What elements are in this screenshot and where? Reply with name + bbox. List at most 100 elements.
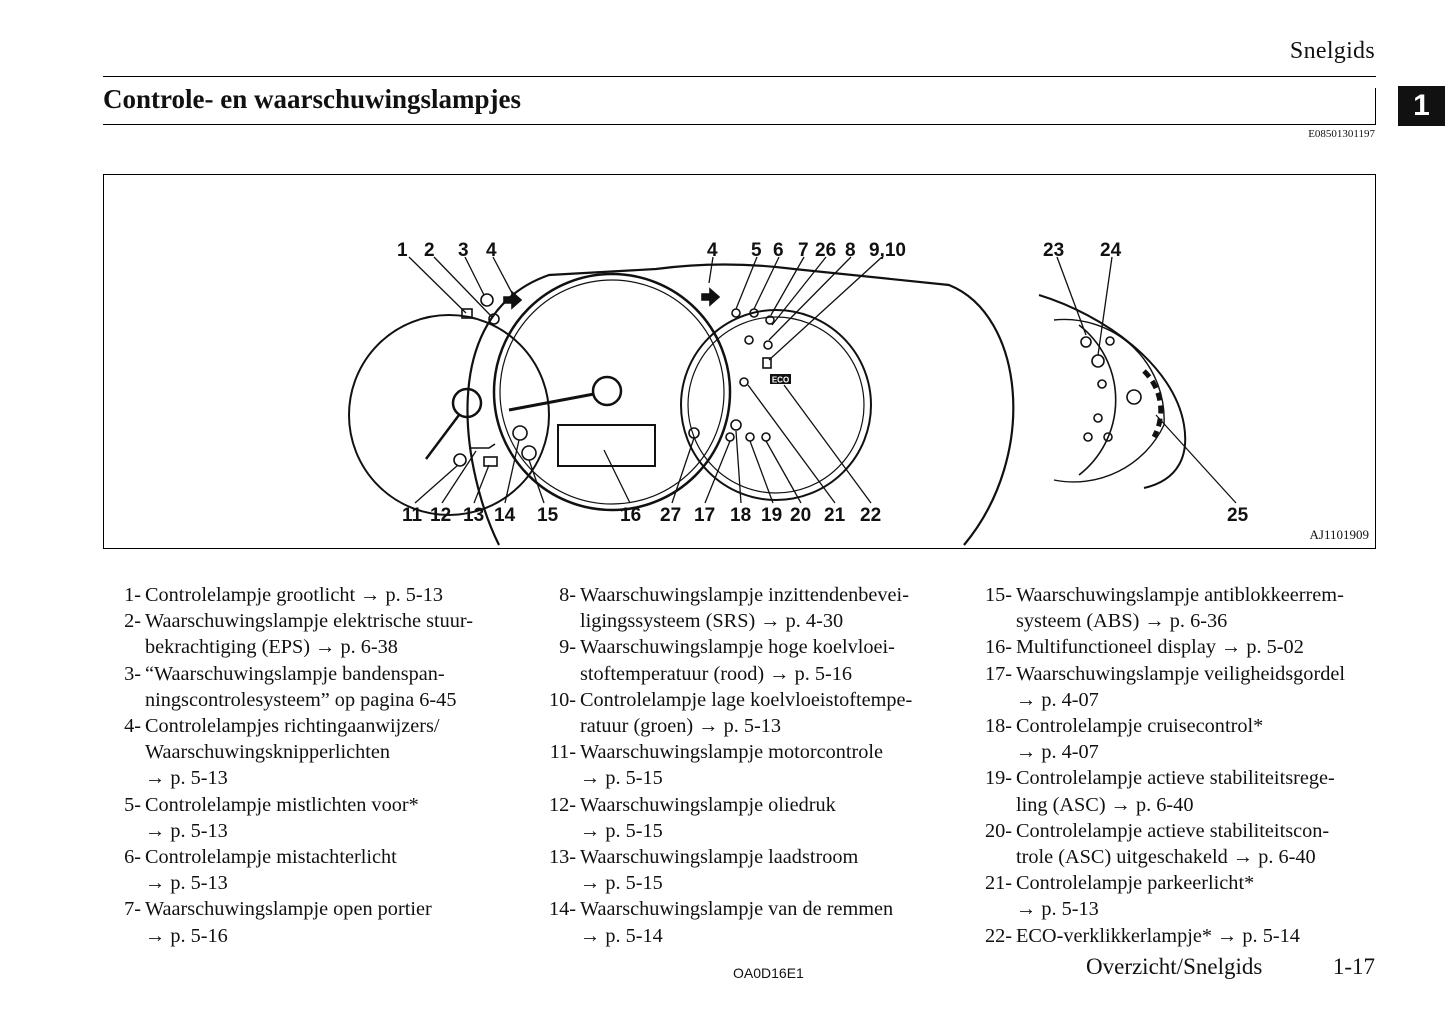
header-section-title: Snelgids (1289, 38, 1375, 64)
leader-11 (414, 464, 459, 504)
leader-4b (708, 256, 714, 284)
callout-5: 5 (751, 240, 762, 261)
multifunction-display (557, 424, 656, 467)
legend-line: Controlelampje mistlichten voor* (145, 793, 419, 816)
legend-line: Controlelampje mistachterlicht (145, 846, 397, 869)
left-gauge (348, 314, 550, 516)
callout-1: 1 (397, 240, 408, 261)
legend-item-number: 10- (548, 688, 576, 711)
legend-item-21: 21- Controlelampje parkeerlicht* → p. 5-… (978, 870, 1388, 922)
legend-line: ling (ASC) → p. 6-40 (1016, 793, 1194, 816)
legend-line: ratuur (groen) → p. 5-13 (580, 715, 782, 738)
document-code: E08501301197 (1308, 128, 1375, 140)
legend-item-20: 20- Controlelampje actieve stabiliteitsc… (978, 818, 1388, 870)
legend-column-3: 15- Waarschuwingslampje antiblokkeerrem-… (978, 582, 1388, 949)
legend-item-number: 6- (124, 846, 141, 869)
abs-icon (521, 445, 537, 461)
oil-pressure-icon (469, 443, 496, 449)
legend-line: Waarschuwingslampje antiblokkeerrem- (1016, 584, 1344, 606)
legend-line: Controlelampje parkeerlicht* (1016, 872, 1255, 895)
legend-item-text: Controlelampje lage koelvloeistoftempe- … (580, 687, 952, 739)
legend-item-15: 15- Waarschuwingslampje antiblokkeerrem-… (978, 582, 1388, 634)
legend-item-text: Waarschuwingslampje laadstroom → p. 5-15 (580, 844, 952, 896)
callout-4-left: 4 (486, 240, 497, 261)
leader-15 (528, 459, 545, 504)
instrument-cluster-figure: ECO (103, 174, 1376, 549)
legend-item-text: ECO-verklikkerlampje* → p. 5-14 (1016, 923, 1388, 949)
legend-line: → p. 5-15 (580, 767, 663, 790)
legend-line: ningscontrolesysteem” op pagina 6-45 (145, 688, 457, 711)
detail-auto-icon (1091, 354, 1105, 368)
detail-cruise-icon (1093, 413, 1103, 423)
detail-eco-leaf-icon (1126, 389, 1142, 405)
legend-item-22: 22- ECO-verklikkerlampje* → p. 5-14 (978, 923, 1388, 949)
leader-3 (464, 256, 485, 296)
legend-item-text: Controlelampjes richtingaanwijzers/ Waar… (145, 713, 511, 792)
figure-code: AJ1101909 (1309, 527, 1369, 542)
legend-line: stoftemperatuur (rood) → p. 5-16 (580, 662, 853, 685)
title-rule-right (1375, 88, 1376, 125)
legend-item-text: Controlelampje actieve stabiliteitscon- … (1016, 818, 1388, 870)
legend-line: systeem (ABS) → p. 6-36 (1016, 610, 1228, 633)
legend-item-1: 1- Controlelampje grootlicht → p. 5-13 (116, 582, 511, 608)
leader-27 (671, 437, 695, 504)
legend-line: Controlelampje lage koelvloeistoftempe- (580, 688, 913, 711)
legend-item-6: 6- Controlelampje mistachterlicht → p. 5… (116, 844, 511, 896)
leader-20 (765, 440, 802, 504)
leader-22 (783, 384, 872, 504)
leader-25 (1155, 414, 1237, 504)
legend-line: ligingssysteem (SRS) → p. 4-30 (580, 610, 844, 633)
legend-line: Controlelampje grootlicht → p. 5-13 (145, 584, 443, 606)
callout-14: 14 (494, 505, 516, 526)
leader-8 (768, 256, 852, 341)
legend-item-number: 5- (124, 793, 141, 816)
legend-item-number: 13- (548, 846, 576, 869)
leader-16 (603, 449, 631, 504)
legend-line: → p. 5-13 (145, 819, 228, 842)
engine-check-icon (453, 453, 467, 467)
leader-14 (504, 439, 520, 504)
leader-18 (735, 430, 742, 504)
legend-item-number: 14- (548, 898, 576, 921)
high-beam-icon (461, 308, 473, 319)
legend-item-2: 2- Waarschuwingslampje elektrische stuur… (116, 608, 511, 660)
seatbelt-icon (725, 432, 735, 442)
footer-code: OA0D16E1 (733, 965, 804, 981)
header-rule-top (103, 76, 1376, 77)
eco-badge-bg (770, 374, 791, 384)
center-gauge (492, 272, 732, 512)
brake-warning-icon (512, 425, 528, 441)
legend-item-text: Waarschuwingslampje hoge koelvloei- stof… (580, 634, 952, 686)
callout-11: 11 (402, 505, 423, 526)
legend-line: Controlelampje actieve stabiliteitsrege- (1016, 767, 1335, 790)
legend-item-number: 9- (559, 636, 576, 659)
footer-section-title: Overzicht/Snelgids (1086, 954, 1263, 979)
callout-19: 19 (761, 505, 782, 526)
legend-line: Waarschuwingslampje motorcontrole (580, 741, 884, 764)
legend-item-3: 3- “Waarschuwingslampje bandenspan- ning… (116, 661, 511, 713)
legend-line: → p. 4-07 (1016, 688, 1099, 711)
eco-badge: ECO (772, 376, 789, 385)
legend-line: trole (ASC) uitgeschakeld → p. 6-40 (1016, 846, 1316, 869)
parking-light-icon (739, 377, 749, 387)
legend-line: bekrachtiging (EPS) → p. 6-38 (145, 636, 398, 659)
legend-line: Waarschuwingslampje veiligheidsgordel (1016, 662, 1345, 685)
legend-line: Waarschuwingslampje van de remmen (580, 898, 894, 921)
airbag-off-icon (763, 340, 773, 350)
page-title: Controle- en waarschuwingslampjes (103, 84, 521, 114)
callout-21: 21 (824, 505, 846, 526)
asc-off-icon (761, 432, 771, 442)
legend-item-number: 17- (984, 662, 1012, 685)
callout-17: 17 (694, 505, 715, 526)
legend-item-12: 12- Waarschuwingslampje oliedruk → p. 5-… (542, 792, 952, 844)
legend-line: → p. 5-13 (145, 872, 228, 895)
leader-24 (1097, 256, 1113, 356)
chapter-tab: 1 (1398, 86, 1445, 126)
leader-13 (473, 464, 490, 504)
legend-item-text: Controlelampje mistlichten voor* → p. 5-… (145, 792, 511, 844)
legend-line: → p. 5-15 (580, 872, 663, 895)
legend-item-number: 7- (124, 898, 141, 921)
callout-25: 25 (1227, 505, 1249, 526)
detail-asc-off-icon (1080, 336, 1092, 348)
legend-item-8: 8- Waarschuwingslampje inzittendenbevei-… (542, 582, 952, 634)
